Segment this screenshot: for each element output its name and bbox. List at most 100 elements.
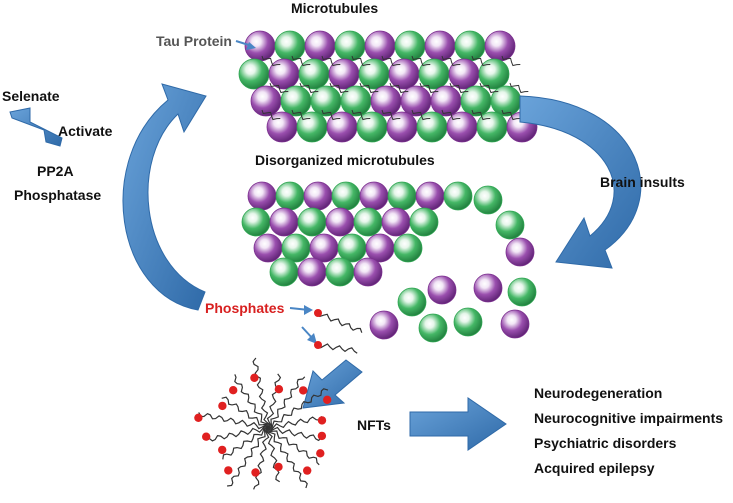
tubulin-subunit [247,181,277,211]
tau-strand [441,55,461,67]
nft-strand [253,427,270,490]
phosphate-dot [218,445,227,455]
tau-strand [381,109,401,121]
tau-strand [291,109,311,121]
nft-strand [265,427,281,483]
tubulin-subunit [484,30,516,62]
organized-microtubule-array [238,30,538,143]
tubulin-subunit [397,287,427,317]
phosphate-dot [250,373,259,382]
phosphate-dot [323,395,332,404]
phosphatase-label: Phosphatase [14,187,102,203]
tau-strand [419,82,439,94]
tubulin-subunit [478,58,510,90]
tubulin-subunit [448,58,480,90]
tau-strand [411,55,431,67]
phosphate-dot [229,386,238,395]
tubulin-subunit [369,310,399,340]
brain-insults-label: Brain insults [600,174,685,190]
restore-curved-arrow [122,83,207,311]
phosphate-dot [317,416,327,425]
tubulin-subunit [454,30,486,62]
phosphate-dot [317,431,327,441]
tubulin-subunit [280,85,312,117]
tubulin-subunit [473,185,503,215]
tubulin-subunit [325,257,355,287]
tau-strand [291,55,311,67]
phosphate-dot [218,401,227,411]
phospho-tau-strand [317,312,363,333]
tubulin-subunit [304,30,336,62]
tau-strand [509,82,529,94]
phosphate-dot [314,341,322,349]
tau-strand [449,82,469,94]
nft-strand [205,425,269,442]
tubulin-subunit [275,181,305,211]
nft-strand [252,357,271,429]
tubulin-subunit [394,30,426,62]
outcome-item-neurodegeneration: Neurodegeneration [534,385,663,401]
nft-strand [222,427,269,460]
tubulin-subunit [253,233,283,263]
tau-strand [381,55,401,67]
lightning-bolt-icon [9,107,63,147]
nft-tangle [194,357,332,490]
nft-strand [266,373,282,429]
nft-strand [267,427,320,466]
phosphate-dot [274,462,283,472]
phosphate-dot [194,413,203,422]
phosphate-dot [251,468,260,477]
tubulin-subunit [473,273,503,303]
phosphate-dot [202,432,211,441]
microtubules-title: Microtubules [291,0,379,16]
tubulin-subunit [387,181,417,211]
tubulin-subunit [334,30,366,62]
tau-strand [261,109,281,121]
tau-strand [441,109,461,121]
tau-strand [351,55,371,67]
phospho-tau-strand [317,343,358,354]
tubulin-subunit [505,237,535,267]
tau-strand [321,109,341,121]
phosphates-label: Phosphates [205,300,285,316]
phosphate-dot [274,385,284,394]
tau-strand [501,55,521,67]
tubulin-subunit [340,85,372,117]
tubulin-subunit [303,181,333,211]
phosphate-dot [303,466,312,475]
tubulin-subunit [269,207,299,237]
tau-strand [471,55,491,67]
tubulin-subunit [490,85,522,117]
outcome-arrow [409,397,507,451]
tubulin-subunit [507,277,537,307]
nfts-label: NFTs [357,417,391,433]
tubulin-subunit [297,257,327,287]
nft-strand [266,427,308,489]
tubulin-subunit [393,233,423,263]
brain-insults-curved-arrow [519,95,642,269]
tubulin-subunit [274,30,306,62]
nft-strand [198,412,269,430]
tubulin-subunit [418,313,448,343]
tau-strand [269,82,289,94]
phosphate-dot [314,309,322,317]
tau-strand [479,82,499,94]
tubulin-subunit [415,181,445,211]
tubulin-subunit [297,207,327,237]
tubulin-subunit [495,210,525,240]
phosphate-dot [316,449,325,458]
tau-strand [321,55,341,67]
tubulin-subunit [430,85,462,117]
tubulin-subunit [310,85,342,117]
pp2a-label: PP2A [37,163,74,179]
nft-strand [267,388,329,430]
tau-strand [359,82,379,94]
tau-strand [389,82,409,94]
activate-label: Activate [58,123,113,139]
phosphorylated-tau-strands [314,309,363,354]
tubulin-subunit [298,58,330,90]
tubulin-subunit [443,181,473,211]
phosphates-pointer-arrow-icon [289,305,317,344]
tubulin-subunit [453,307,483,337]
tau-strand [501,109,521,121]
